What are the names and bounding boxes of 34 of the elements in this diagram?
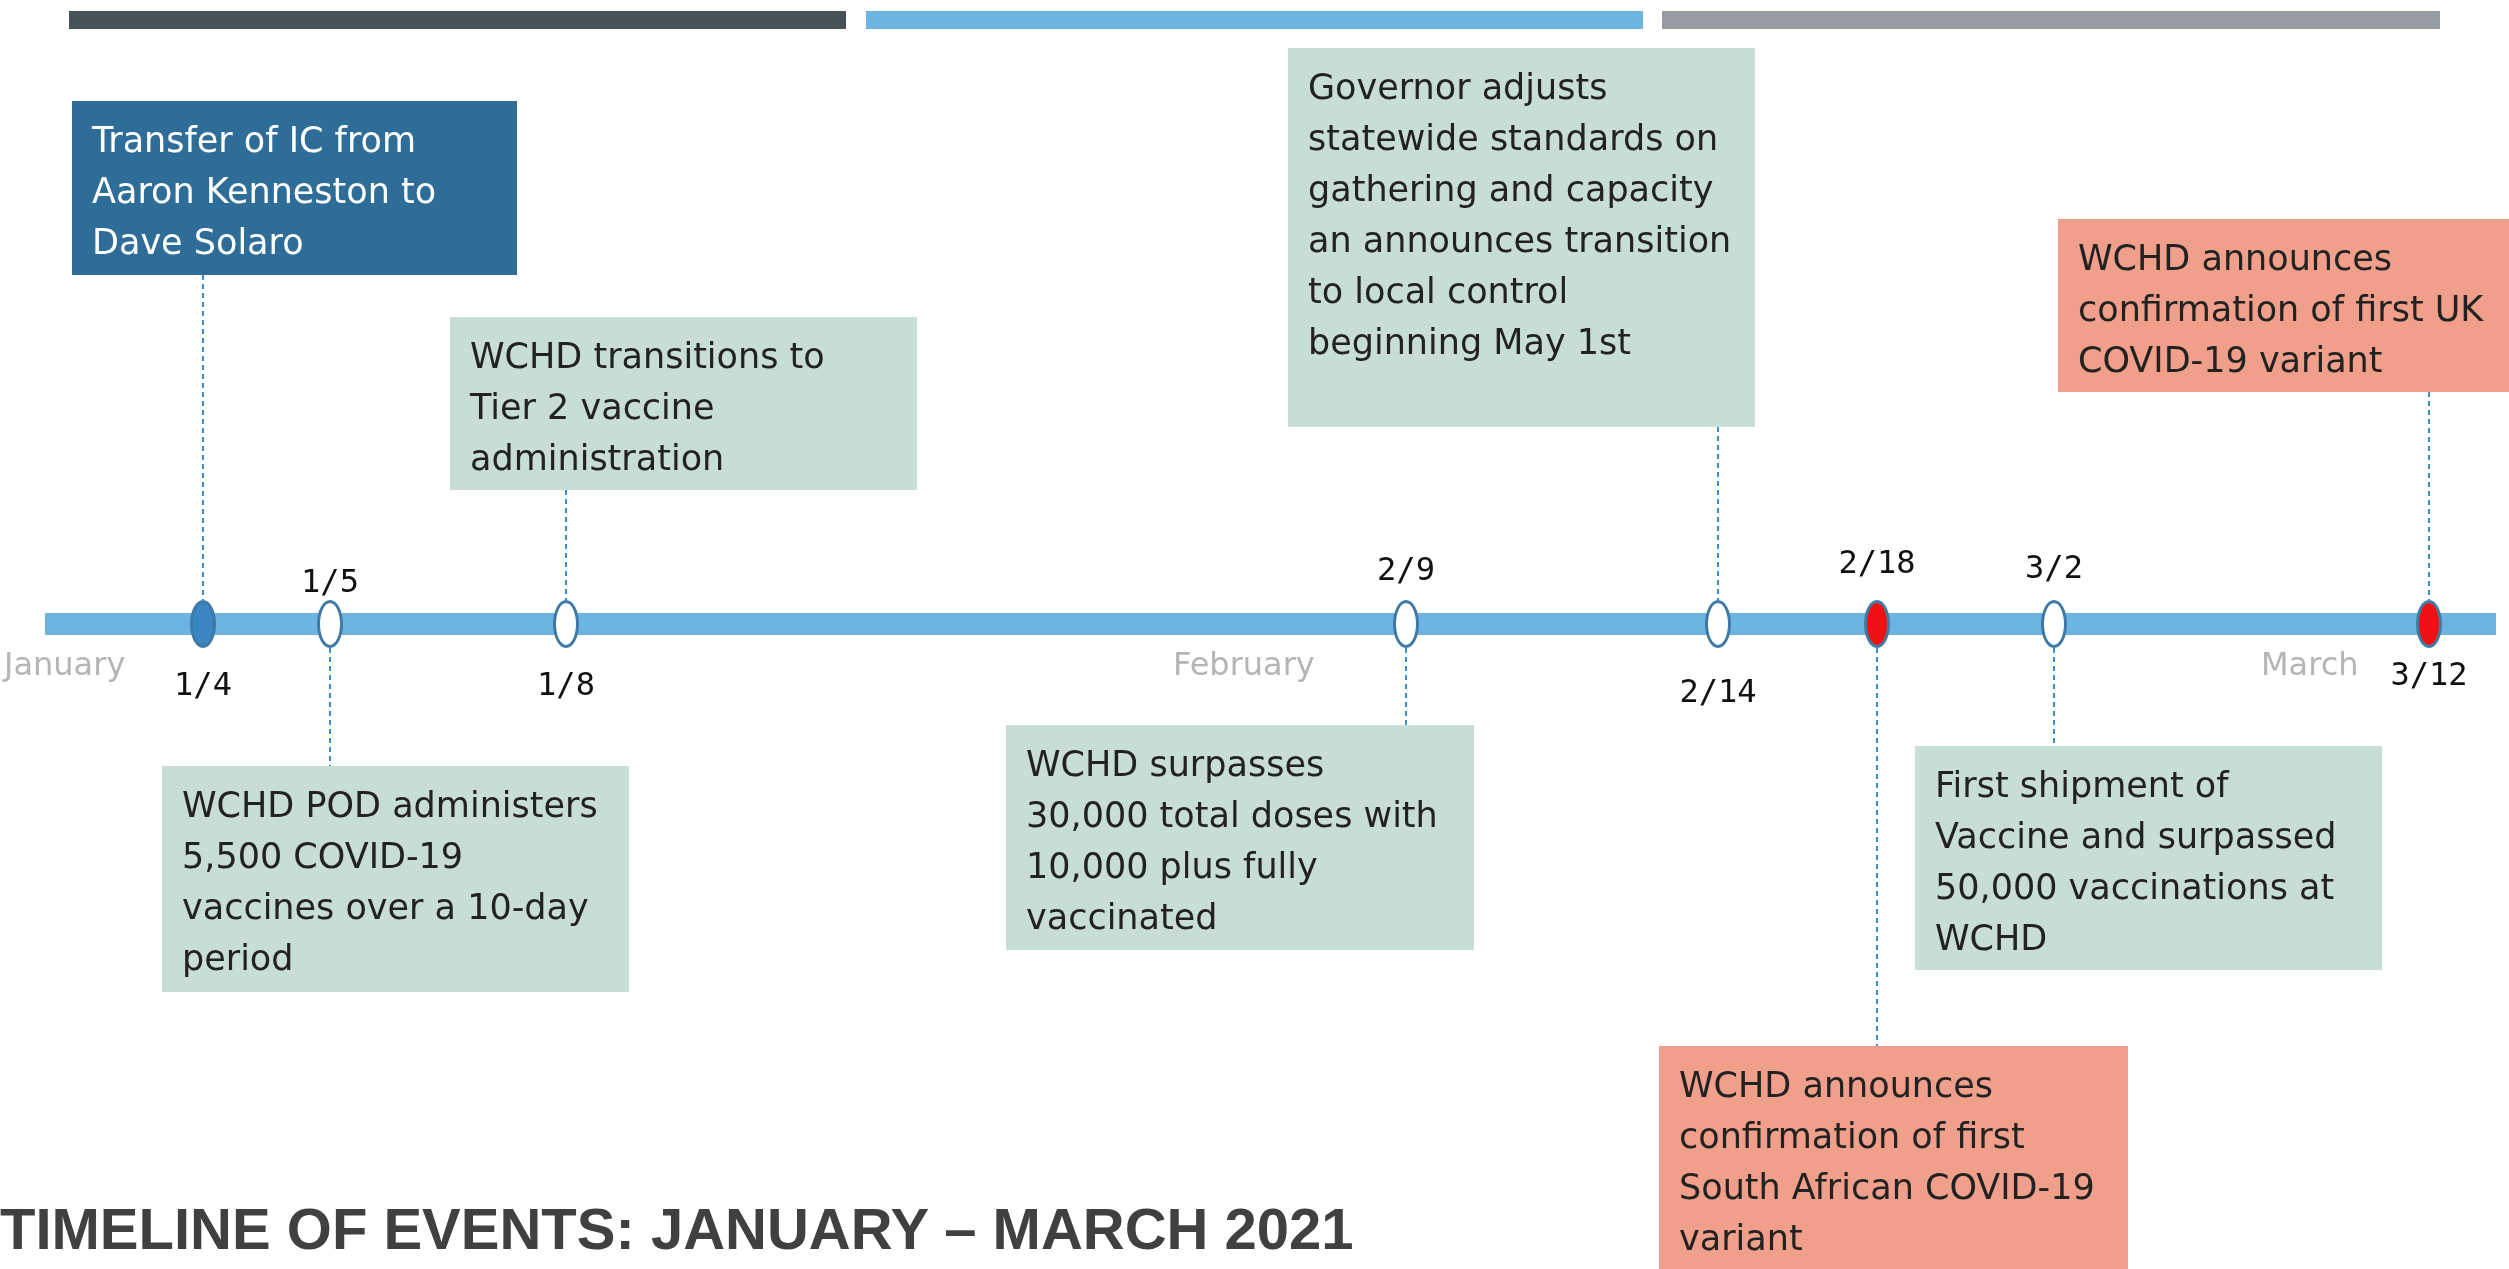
event-box: WCHD surpasses 30,000 total doses with 10,000 plus fully vaccinated bbox=[1006, 725, 1474, 950]
date-label: 1/4 bbox=[174, 665, 232, 703]
event-box: First shipment of Vaccine and surpassed 50,000 vaccinations at WCHD bbox=[1915, 746, 2382, 970]
date-label: 1/5 bbox=[301, 562, 359, 600]
event-box: WCHD announces confirmation of first South African COVID-19 variant bbox=[1659, 1046, 2128, 1269]
leader-line bbox=[1405, 647, 1407, 726]
leader-line bbox=[1717, 426, 1719, 601]
title: TIMELINE OF EVENTS: JANUARY – MARCH 2021 bbox=[0, 1195, 1354, 1262]
date-label: 3/2 bbox=[2025, 548, 2083, 586]
event-box: WCHD POD administers 5,500 COVID-19 vaccines over a 10-day period bbox=[162, 766, 629, 992]
timeline-marker bbox=[553, 600, 579, 648]
date-label: 2/14 bbox=[1679, 672, 1757, 710]
leader-line bbox=[329, 647, 331, 767]
event-box: WCHD announces confirmation of first UK COVID-19 variant bbox=[2058, 219, 2509, 392]
timeline-marker bbox=[190, 600, 216, 648]
month-label: March bbox=[2261, 645, 2359, 683]
event-box: WCHD transitions to Tier 2 vaccine administration bbox=[450, 317, 917, 490]
timeline-marker bbox=[2041, 600, 2067, 648]
date-label: 3/12 bbox=[2390, 655, 2468, 693]
timeline-bar bbox=[45, 613, 2496, 635]
date-label: 2/18 bbox=[1838, 543, 1916, 581]
timeline-marker bbox=[1705, 600, 1731, 648]
date-label: 2/9 bbox=[1377, 550, 1435, 588]
timeline-marker bbox=[2416, 600, 2442, 648]
timeline-marker bbox=[1864, 600, 1890, 648]
event-box: Transfer of IC from Aaron Kenneston to Dave Solaro bbox=[72, 101, 517, 275]
date-label: 1/8 bbox=[537, 665, 595, 703]
month-label: January bbox=[4, 645, 126, 683]
leader-line bbox=[565, 489, 567, 601]
month-label: February bbox=[1173, 645, 1315, 683]
timeline-marker bbox=[1393, 600, 1419, 648]
event-box: Governor adjusts statewide standards on gathering and capacity an announces transition to local control beginning May 1st bbox=[1288, 48, 1755, 427]
leader-line bbox=[1876, 647, 1878, 1047]
timeline-marker bbox=[317, 600, 343, 648]
